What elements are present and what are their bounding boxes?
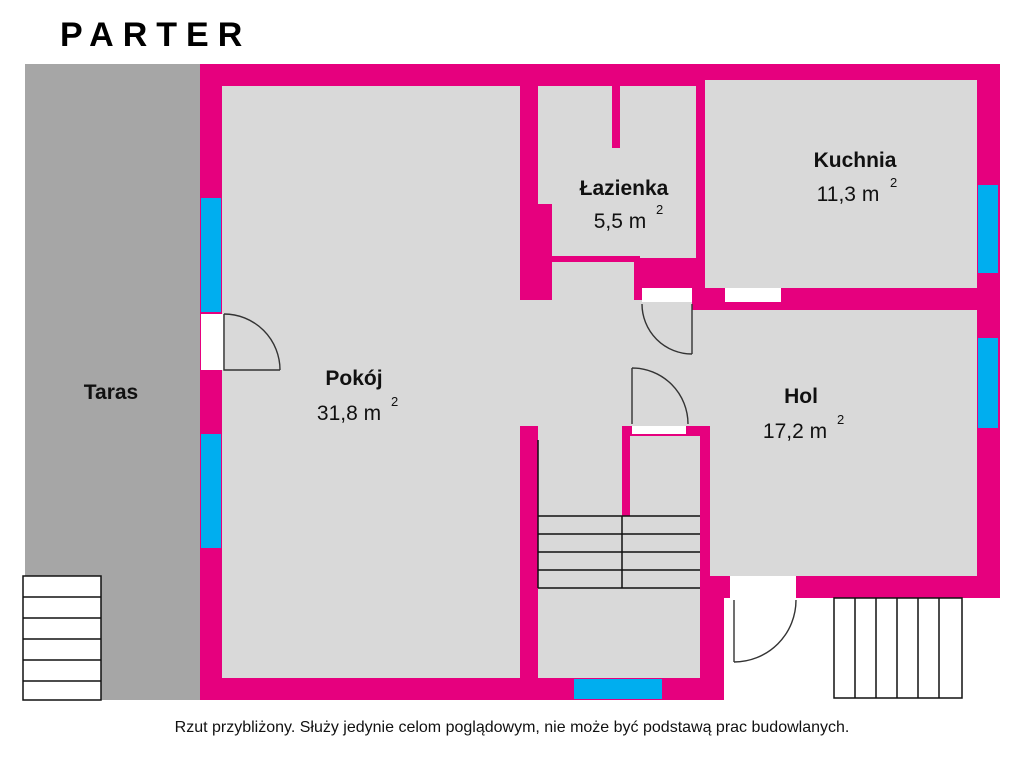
pokoj-area: 31,8 m <box>317 402 381 425</box>
door-opening <box>632 426 686 434</box>
wall-segment <box>700 576 724 700</box>
lazienka-label: Łazienka 5,5 m 2 <box>580 177 669 233</box>
wall-segment <box>696 80 705 302</box>
entrance-steps <box>833 597 963 699</box>
hol-area: 17,2 m <box>763 420 827 443</box>
floor-plan: Taras Pokój 31,8 m 2 Łazienka 5,5 m 2 Ku… <box>22 64 1000 701</box>
wall-segment <box>538 204 552 300</box>
wall-segment <box>524 588 538 700</box>
wall-segment <box>520 86 538 300</box>
hol-area-superscript: 2 <box>837 412 844 427</box>
wall-segment <box>612 86 620 148</box>
hol-label: Hol 17,2 m 2 <box>763 385 844 443</box>
window <box>978 338 998 428</box>
kuchnia-floor <box>705 80 977 288</box>
window <box>201 198 221 312</box>
door-swing <box>631 367 689 425</box>
kuchnia-label: Kuchnia 11,3 m 2 <box>814 149 898 206</box>
door-swing <box>641 303 693 355</box>
pokoj-label: Pokój 31,8 m 2 <box>317 367 398 425</box>
exterior-landing <box>724 598 834 698</box>
terrace-steps <box>22 575 102 701</box>
hallway-floor <box>520 300 710 426</box>
interior-staircase <box>537 440 700 589</box>
pokoj-name: Pokój <box>325 367 382 390</box>
lazienka-name: Łazienka <box>580 177 669 200</box>
kuchnia-area: 11,3 m <box>817 183 880 206</box>
hol-name: Hol <box>784 385 818 408</box>
page-title: PARTER <box>60 16 252 54</box>
door-opening <box>730 576 796 598</box>
door-opening <box>201 314 223 370</box>
wall-segment <box>634 256 640 300</box>
kuchnia-area-superscript: 2 <box>890 175 897 190</box>
pokoj-floor <box>222 86 520 678</box>
lazienka-area-superscript: 2 <box>656 202 663 217</box>
pokoj-area-superscript: 2 <box>391 394 398 409</box>
door-swing <box>733 599 797 663</box>
window <box>201 434 221 548</box>
hol-floor <box>710 310 977 576</box>
taras-label: Taras <box>84 381 138 404</box>
door-opening <box>642 288 692 302</box>
wall-segment <box>692 300 710 310</box>
door-opening <box>725 288 781 302</box>
wall-segment <box>622 426 630 516</box>
disclaimer-text: Rzut przybliżony. Służy jedynie celom po… <box>174 719 850 736</box>
wall-segment <box>552 256 638 262</box>
lazienka-area: 5,5 m <box>594 210 647 233</box>
window <box>574 679 662 699</box>
door-swing <box>223 313 281 371</box>
wall-segment <box>524 426 538 440</box>
lazienka-lower-floor <box>552 258 638 300</box>
window <box>978 185 998 273</box>
wall-segment <box>700 426 710 596</box>
kuchnia-name: Kuchnia <box>814 149 897 172</box>
